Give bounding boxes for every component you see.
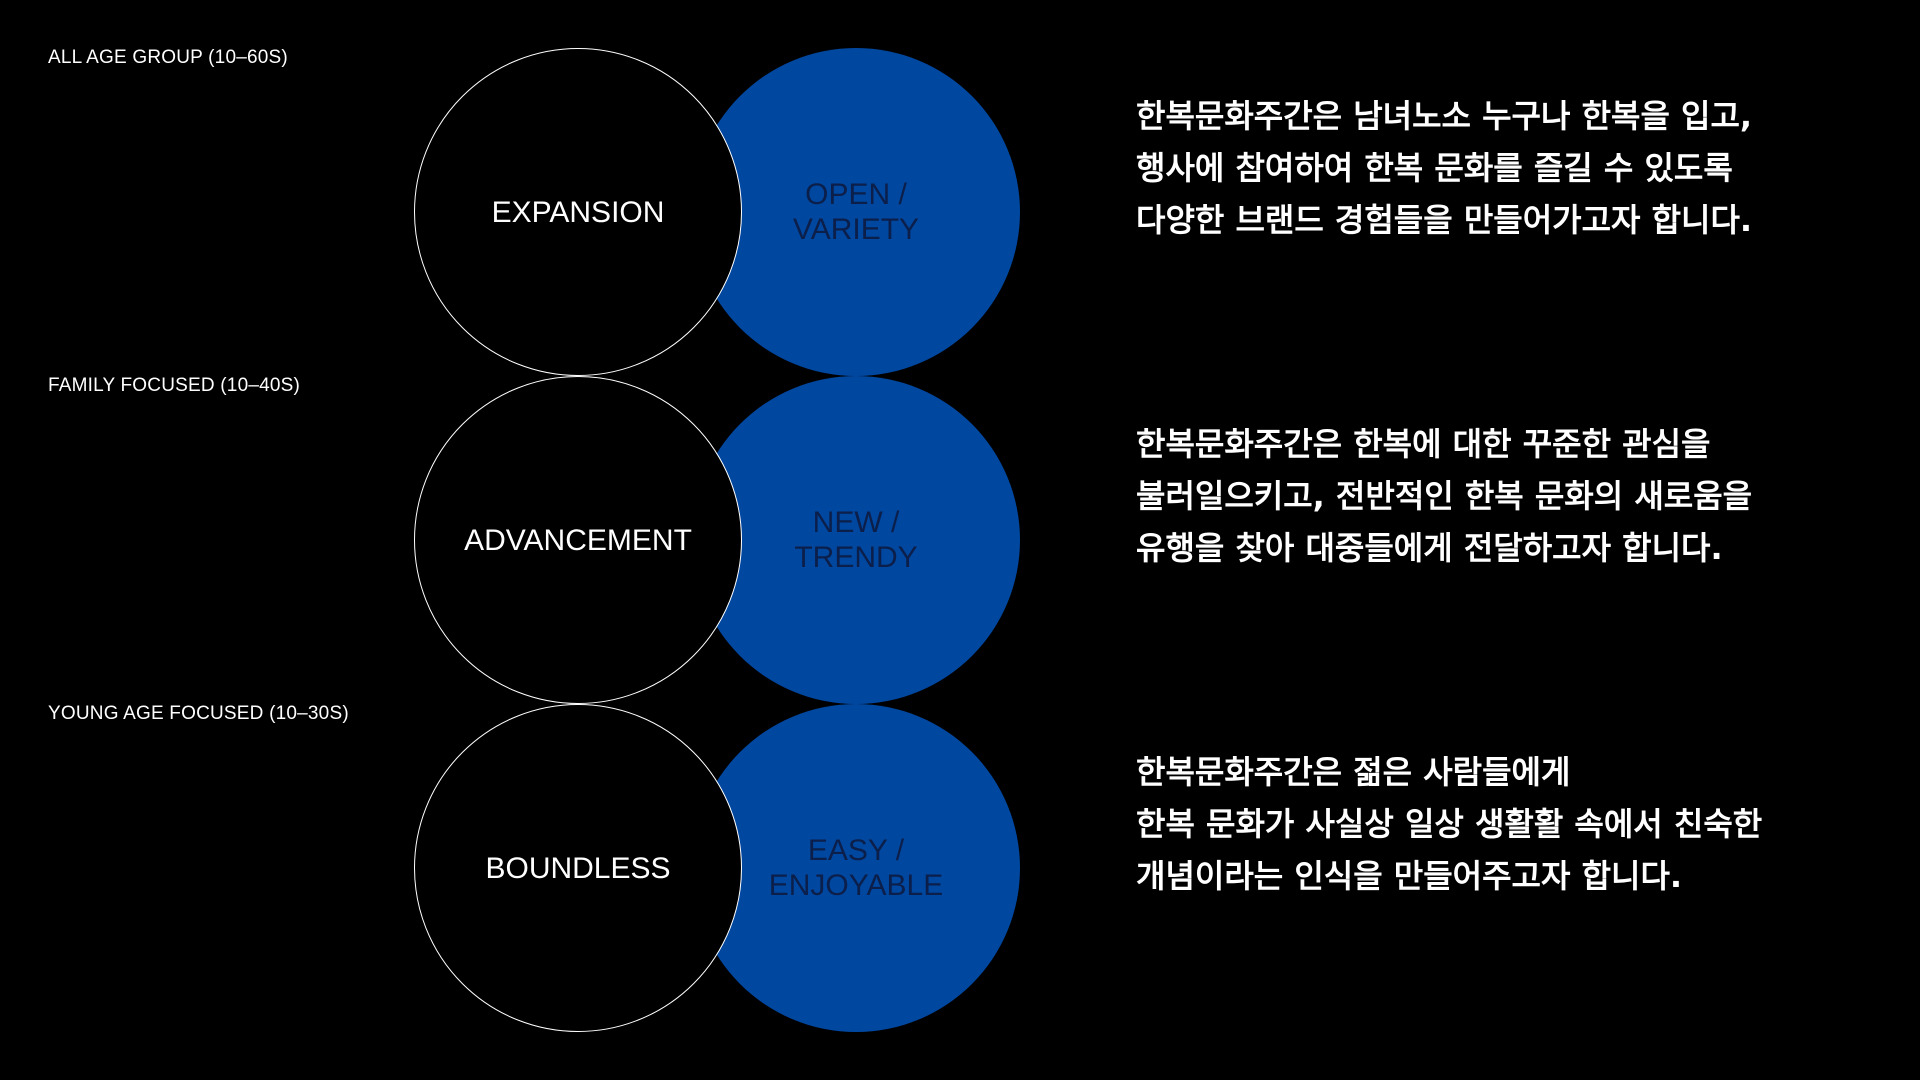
blue-circle: OPEN / VARIETY [692,48,1020,376]
description-line: 한복문화주간은 젊은 사람들에게 [1136,753,1571,791]
description: 한복문화주간은 남녀노소 누구나 한복을 입고, 행사에 참여하여 한복 문화를… [1136,90,1896,246]
group-label: FAMILY FOCUSED (10–40S) [48,375,301,396]
description-line: 한복 문화가 사실상 일상 생활활 속에서 친숙한 [1136,805,1763,843]
description-line: 불러일으키고, 전반적인 한복 문화의 새로움을 [1136,477,1753,515]
blue-circle: NEW / TRENDY [692,376,1020,704]
description: 한복문화주간은 젊은 사람들에게 한복 문화가 사실상 일상 생활활 속에서 친… [1136,746,1896,902]
description-line: 유행을 찾아 대중들에게 전달하고자 합니다. [1136,529,1723,567]
row-family: FAMILY FOCUSED (10–40S) NEW / TRENDY ADV… [0,328,1920,704]
row-young-age: YOUNG AGE FOCUSED (10–30S) EASY / ENJOYA… [0,656,1920,1032]
blue-circle: EASY / ENJOYABLE [692,704,1020,1032]
group-label: ALL AGE GROUP (10–60S) [48,47,288,68]
outline-circle: EXPANSION [414,48,742,376]
outline-circle-label: BOUNDLESS [485,851,671,885]
description-line: 행사에 참여하여 한복 문화를 즐길 수 있도록 [1136,149,1733,187]
description-line: 다양한 브랜드 경험들을 만들어가고자 합니다. [1136,201,1753,239]
outline-circle: BOUNDLESS [414,704,742,1032]
description-line: 한복문화주간은 한복에 대한 꾸준한 관심을 [1136,425,1711,463]
outline-circle-label: EXPANSION [491,195,665,229]
blue-circle-label: EASY / ENJOYABLE [768,834,944,902]
row-all-age: ALL AGE GROUP (10–60S) OPEN / VARIETY EX… [0,0,1920,376]
group-label: YOUNG AGE FOCUSED (10–30S) [48,703,349,724]
blue-circle-label: OPEN / VARIETY [792,178,920,246]
description-line: 한복문화주간은 남녀노소 누구나 한복을 입고, [1136,97,1753,135]
description-line: 개념이라는 인식을 만들어주고자 합니다. [1136,857,1683,895]
description: 한복문화주간은 한복에 대한 꾸준한 관심을 불러일으키고, 전반적인 한복 문… [1136,418,1896,574]
outline-circle: ADVANCEMENT [414,376,742,704]
blue-circle-label: NEW / TRENDY [794,506,918,574]
outline-circle-label: ADVANCEMENT [464,523,692,557]
